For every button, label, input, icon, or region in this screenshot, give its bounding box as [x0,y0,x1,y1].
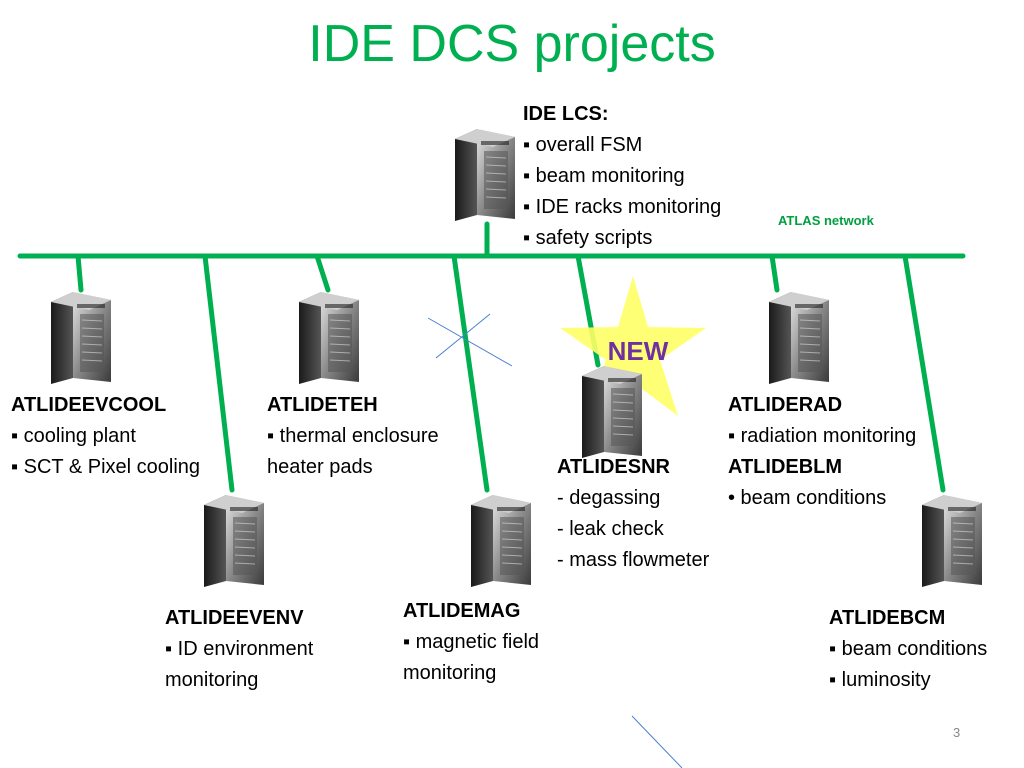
node-item: ▪ overall FSM [523,134,643,156]
node-item: - leak check [557,518,664,540]
node-label-bcm: ATLIDEBCM ▪ beam conditions ▪ luminosity [829,603,987,696]
server-icon-teh [298,291,360,385]
node-label-teh: ATLIDETEH ▪ thermal enclosure heater pad… [267,390,439,483]
node-label-lcs: IDE LCS: ▪ overall FSM ▪ beam monitoring… [523,99,721,254]
node-label-rad: ATLIDERAD ▪ radiation monitoring ATLIDEB… [728,390,916,514]
link-evenv [202,253,235,493]
stray-line [435,313,491,359]
node-name: ATLIDESNR [557,456,670,478]
node-name: ATLIDEMAG [403,600,521,622]
slide-title: IDE DCS projects [308,15,716,73]
node-name: IDE LCS: [523,103,609,125]
node-item: - degassing [557,487,661,509]
stray-line [631,715,683,768]
link-evcool [75,253,84,293]
server-icon-rad [768,291,830,385]
network-lines [17,221,966,493]
node-label-snr: ATLIDESNR - degassing - leak check - mas… [557,452,709,576]
node-item: ▪ radiation monitoring [728,425,917,447]
node-label-evenv: ATLIDEEVENV ▪ ID environment monitoring [165,603,313,696]
link-bcm [902,253,946,493]
node-name: ATLIDEEVCOOL [11,394,167,416]
link-teh [314,253,331,293]
node-item: ▪ magnetic field [403,631,540,653]
node-item: monitoring [165,669,259,691]
node-item: ▪ SCT & Pixel cooling [11,456,201,478]
server-icon-evenv [203,494,265,588]
node-item: ▪ beam monitoring [523,165,685,187]
node-label-evcool: ATLIDEEVCOOL ▪ cooling plant ▪ SCT & Pix… [11,390,200,483]
server-icon-mag [470,494,532,588]
network-label: ATLAS network [778,213,874,228]
new-badge: NEW [608,336,669,366]
link-mag [451,253,490,493]
node-name: ATLIDETEH [267,394,378,416]
link-rad [769,253,780,293]
node-item: ▪ safety scripts [523,227,653,249]
page-number: 3 [953,725,961,740]
node-item: heater pads [267,456,373,478]
server-icon-lcs [454,128,516,222]
node-item: ▪ luminosity [829,669,931,691]
node-name: ATLIDEBCM [829,607,946,629]
node-name: ATLIDERAD [728,394,843,416]
node-item: - mass flowmeter [557,549,710,571]
stray-lines [427,313,683,768]
stray-line [427,317,513,367]
server-icon-evcool [50,291,112,385]
server-icon-snr [581,365,643,459]
node-item: ▪ cooling plant [11,425,136,447]
node-item: ▪ ID environment [165,638,314,660]
node-name: ATLIDEEVENV [165,607,304,629]
node-item: ▪ thermal enclosure [267,425,439,447]
node-item: monitoring [403,662,497,684]
node-item: ▪ beam conditions [829,638,988,660]
new-star-icon [560,276,706,416]
server-icon-bcm [921,494,983,588]
node-label-mag: ATLIDEMAG ▪ magnetic field monitoring [403,596,539,689]
node-item: ▪ IDE racks monitoring [523,196,722,218]
node-name: ATLIDEBLM [728,456,843,478]
node-item: • beam conditions [728,487,887,509]
